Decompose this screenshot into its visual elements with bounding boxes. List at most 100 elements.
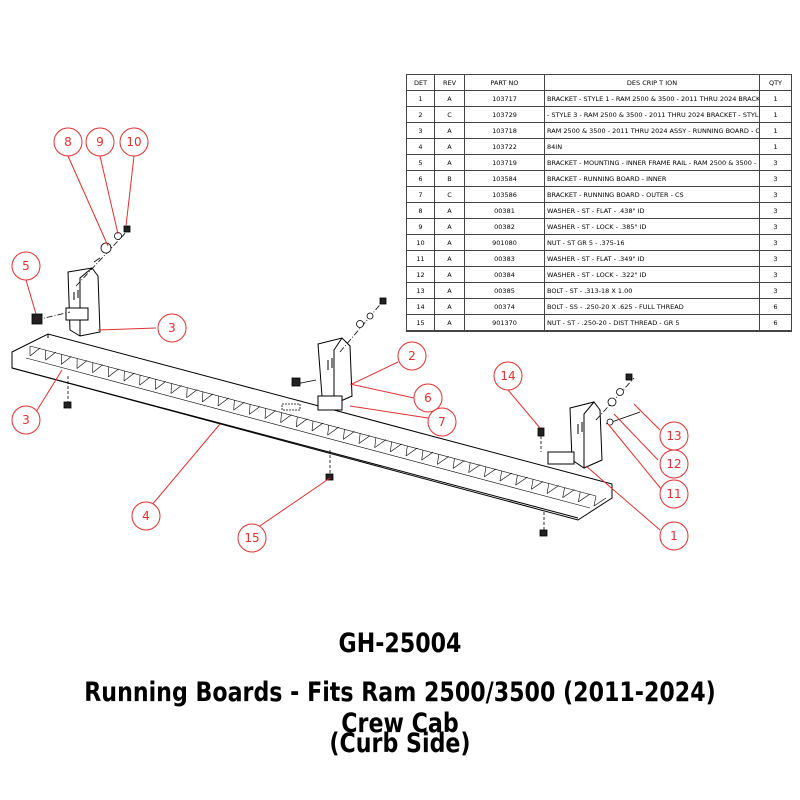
tread-slot [390, 443, 402, 453]
svg-text:9: 9 [96, 135, 104, 149]
leader-lines [25, 155, 663, 531]
bom-cell-det: 8 [406, 202, 435, 219]
bom-cell-qty: 1 [759, 90, 792, 107]
tread-slot [374, 439, 387, 448]
tread-slot [123, 372, 135, 382]
bom-cell-rev: C [434, 186, 465, 203]
bom-cell-det: 14 [406, 298, 435, 315]
bom-cell-part-no: 103718 [464, 122, 545, 139]
tread-slot [593, 497, 607, 507]
tread-slot [343, 429, 345, 440]
callout-12: 12 [659, 449, 689, 479]
bom-cell-part-no: 103722 [464, 138, 545, 155]
bom-cell-det: 7 [406, 186, 435, 203]
tread-slot [468, 462, 471, 473]
tread-slot [233, 401, 245, 411]
bom-cell-part-no: 00382 [464, 218, 545, 235]
tread-slot [499, 472, 512, 482]
bom-cell-det: 4 [406, 138, 435, 155]
bom-cell-description: RAM 2500 & 3500 - 2011 THRU 2024 ASSY - … [544, 122, 760, 139]
callout-8: 8 [53, 127, 83, 157]
tread-slot [296, 418, 308, 428]
bom-cell-description: BRACKET - MOUNTING - INNER FRAME RAIL - … [544, 154, 760, 171]
part-number-title: GH-25004 [338, 628, 462, 659]
bom-cell-part-no: 103719 [464, 154, 545, 171]
callout-5: 5 [11, 251, 41, 281]
bom-cell-qty: 3 [759, 234, 792, 251]
tread-slot [170, 385, 182, 394]
tread-slot [139, 376, 151, 386]
tread-slot [452, 458, 455, 469]
tread-slot [437, 456, 449, 465]
bom-cell-rev: A [434, 122, 465, 139]
tread-slot [531, 481, 544, 490]
tread-slot [327, 426, 339, 436]
bom-cell-det: 5 [406, 154, 435, 171]
bom-cell-part-no: 901080 [464, 234, 545, 251]
tread-slot [311, 420, 314, 432]
callout-11: 11 [659, 479, 689, 509]
svg-text:1: 1 [670, 529, 678, 543]
bom-cell-part-no: 00381 [464, 202, 545, 219]
bom-cell-qty: 3 [759, 186, 792, 203]
callout-1: 1 [659, 521, 689, 551]
bom-cell-det: 9 [406, 218, 435, 235]
svg-text:10: 10 [126, 135, 141, 149]
bom-cell-qty: 3 [759, 250, 792, 267]
bracket-left [65, 267, 101, 337]
bom-cell-qty: 3 [759, 154, 792, 171]
tread-slot [280, 412, 282, 423]
tread-slot [484, 468, 497, 478]
callout-9: 9 [85, 127, 115, 157]
callout-2: 2 [397, 341, 427, 371]
tread-slot [155, 381, 166, 390]
bom-cell-description: NUT - ST - .250-20 - DIST THREAD - GR 5 [544, 314, 760, 331]
product-title: Running Boards - Fits Ram 2500/3500 (201… [84, 677, 716, 739]
tread-slot [390, 441, 392, 452]
bom-cell-qty: 6 [759, 298, 792, 315]
tread-slot [578, 493, 591, 503]
bom-header-rev: REV [434, 74, 465, 91]
svg-text:15: 15 [244, 531, 259, 545]
tread-slot [186, 387, 188, 398]
bom-cell-qty: 1 [759, 106, 792, 123]
tread-slot [343, 431, 355, 440]
bom-cell-det: 15 [406, 314, 435, 331]
tread-slot [531, 479, 534, 490]
bom-cell-rev: C [434, 106, 465, 123]
bom-cell-description: - STYLE 3 - RAM 2500 & 3500 - 2011 THRU … [544, 106, 760, 123]
svg-text:3: 3 [22, 413, 30, 427]
svg-text:6: 6 [424, 391, 432, 405]
callout-7: 7 [427, 407, 457, 437]
bom-cell-qty: 1 [759, 122, 792, 139]
tread-slot [296, 416, 298, 427]
bom-cell-qty: 1 [759, 138, 792, 155]
svg-text:5: 5 [22, 259, 30, 273]
bom-header-description: DES CRIP T ION [544, 74, 760, 91]
svg-text:11: 11 [666, 487, 681, 501]
bom-cell-part-no: 00384 [464, 266, 545, 283]
tread-slot [264, 410, 277, 419]
bom-cell-part-no: 103584 [464, 170, 545, 187]
bom-cell-description: WASHER - ST - FLAT - .349" ID [544, 250, 760, 267]
bom-cell-det: 10 [406, 234, 435, 251]
tread-slot [452, 460, 465, 469]
tread-slot [437, 454, 440, 465]
tread-slot [405, 447, 418, 457]
bom-cell-det: 2 [406, 106, 435, 123]
bom-spacer-cell [544, 330, 760, 332]
callout-10: 10 [119, 127, 149, 157]
bom-spacer-cell [759, 330, 792, 332]
tread-slot [515, 475, 518, 486]
tread-slot [217, 395, 219, 407]
bom-cell-description: NUT - ST GR 5 - .375-16 [544, 234, 760, 251]
bom-cell-rev: A [434, 282, 465, 299]
